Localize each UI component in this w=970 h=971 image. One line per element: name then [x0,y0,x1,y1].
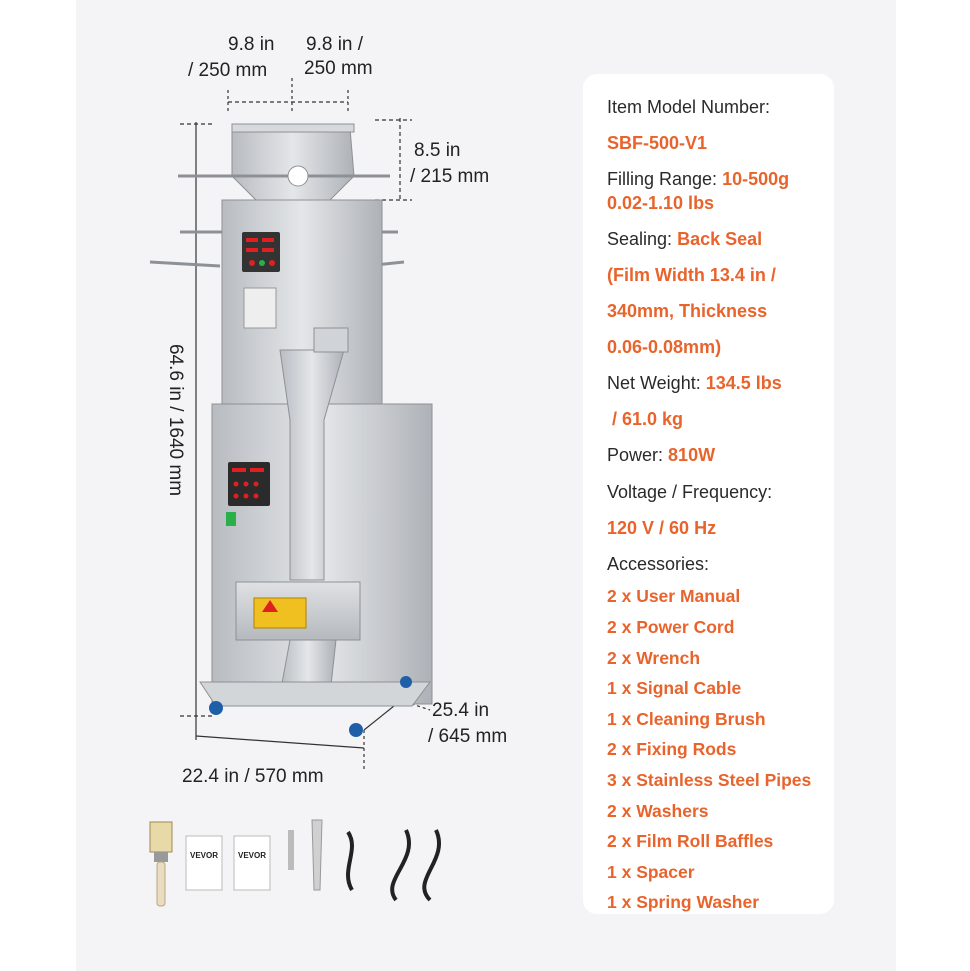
accessory-item: 2 x User Manual [607,586,741,606]
hopper-width-right-in: 9.8 in / [306,34,364,55]
sealing-row: Sealing: Back Seal [607,228,762,250]
user-manual-1 [185,835,223,891]
power-switch [226,512,236,526]
caster-wheel [349,723,363,737]
sealing-value-4: 0.06-0.08mm) [607,337,722,357]
model-value: SBF-500-V1 [607,133,708,153]
hopper-rim [231,123,355,133]
roller-wheel [287,165,309,187]
machine-depth-mm: / 645 mm [428,726,508,747]
hopper-height-in: 8.5 in [414,140,461,161]
brush-bristles [149,821,173,853]
accessories-illustration: VEVOR VEVOR [149,819,441,907]
small-wrench-icon [288,830,294,870]
accessory-item: 2 x Wrench [607,648,701,668]
power-cord-icon [390,829,411,902]
net-weight-value-2: / 61.0 kg [612,409,684,429]
accessory-item: 2 x Film Roll Baffles [607,831,774,851]
hopper-height-mm: / 215 mm [410,166,490,187]
sealing-value-1: Back Seal [677,229,763,249]
user-manual-2 [233,835,271,891]
accessory-item: 2 x Fixing Rods [607,739,737,759]
accessory-item: 1 x Cleaning Brush [607,709,766,729]
power-cord-icon [422,829,441,902]
brush-handle [156,861,166,907]
signal-cable-icon [346,830,354,892]
lower-control-panel [228,462,270,506]
hopper-width-left-in: 9.8 in [228,34,275,55]
accessories-label: Accessories: [607,554,710,574]
manual-brand-2: VEVOR [238,851,266,860]
wrench-icon [311,819,323,891]
accessory-item: 2 x Power Cord [607,617,735,637]
sealing-value-2: (Film Width 13.4 in / [607,265,776,285]
hopper-width-left-mm: / 250 mm [188,60,268,81]
voltage-label: Voltage / Frequency: [607,482,773,502]
hopper [231,127,355,201]
accessory-item: 2 x Washers [607,801,709,821]
accessory-item: 3 x Stainless Steel Pipes [607,770,812,790]
machine-height-label: 64.6 in / 1640 mm [165,343,186,497]
caster-wheel [400,676,412,688]
power-row: Power: 810W [607,444,715,466]
net-weight-value-1: 134.5 lbs [705,373,782,393]
sealing-label: Sealing: [607,229,673,249]
base-plate [199,681,431,707]
net-weight-row: Net Weight: 134.5 lbs [607,372,782,394]
accessory-item: 1 x Signal Cable [607,678,742,698]
accessory-item: 1 x Spring Washer [607,892,760,912]
filling-value-2: 0.02-1.10 lbs [607,193,715,213]
hot-warning-sticker [253,597,307,629]
model-label: Item Model Number: [607,97,771,117]
filling-range-row: Filling Range: 10-500g [607,168,789,190]
warning-label [243,287,277,329]
accessory-item: 1 x Spacer [607,862,695,882]
spec-card [583,74,834,914]
hopper-width-right-mm: 250 mm [304,58,373,79]
net-weight-label: Net Weight: [607,373,701,393]
power-label: Power: [607,445,664,465]
manual-brand-1: VEVOR [190,851,218,860]
dimension-lines [180,78,431,770]
voltage-value: 120 V / 60 Hz [607,518,717,538]
brush-ferrule [154,852,168,862]
filling-value-1: 10-500g [722,169,790,189]
machine-height: 64.6 in / 1640 mm [145,300,205,540]
machine-depth-in: 25.4 in [432,700,490,721]
power-value: 810W [668,445,716,465]
sealing-value-3: 340mm, Thickness [607,301,768,321]
machine-width: 22.4 in / 570 mm [182,766,324,787]
feed-chute [313,327,349,353]
caster-wheel [209,701,223,715]
filling-label: Filling Range: [607,169,718,189]
